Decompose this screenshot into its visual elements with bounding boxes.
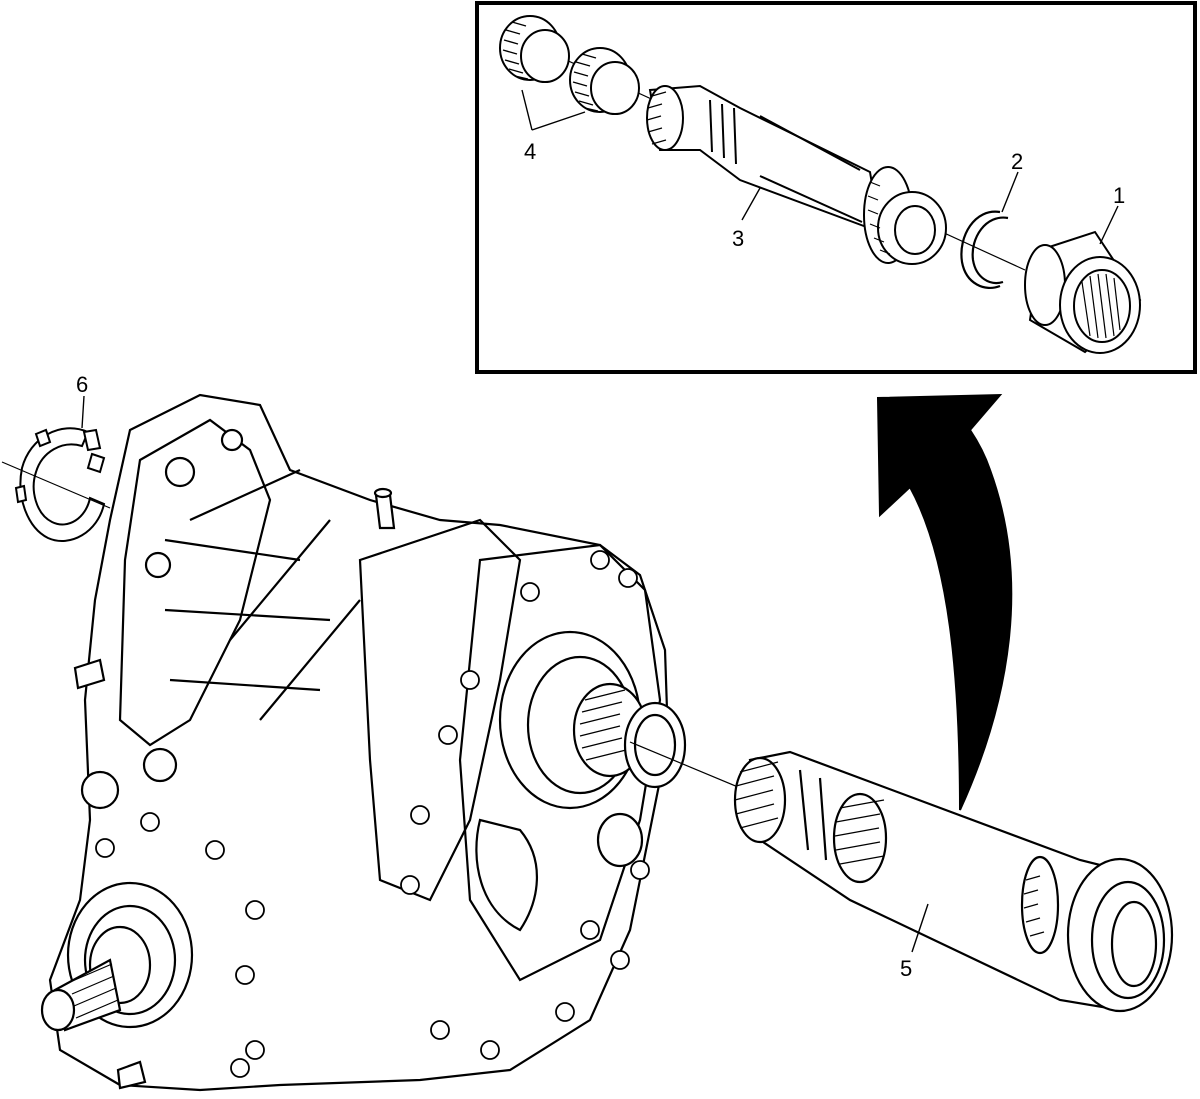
callout-6-leader	[81, 395, 85, 429]
callout-2-label: 2	[1011, 149, 1023, 174]
retaining-ring-axis	[1, 461, 111, 509]
needle-bearing-left	[499, 15, 570, 83]
needle-bearing-right	[569, 47, 640, 115]
front-cover-bolts	[95, 812, 265, 1078]
detail-inset: 1 2 3 4	[475, 1, 1197, 374]
callout-4-leader	[521, 89, 586, 131]
input-shaft	[646, 84, 947, 265]
callout-1-label: 1	[1113, 183, 1125, 208]
transfer-case-housing	[40, 393, 687, 1092]
callout-4-label: 4	[524, 139, 536, 164]
callout-5-leader	[911, 903, 929, 953]
cover-bolts	[400, 550, 650, 1060]
rear-output-spline	[572, 682, 687, 789]
callout-1-leader	[1099, 205, 1119, 245]
callout-3-label: 3	[732, 226, 744, 251]
callout-6-label: 6	[76, 372, 88, 397]
callout-3-leader	[741, 187, 761, 221]
callout-5-label: 5	[900, 956, 912, 981]
detail-reference-arrow	[876, 393, 1013, 811]
retaining-ring	[14, 427, 106, 542]
snap-ring	[960, 210, 1009, 289]
sleeve-bearing	[1024, 230, 1142, 354]
front-output-flange	[40, 881, 194, 1032]
input-shaft-assembly	[733, 750, 1174, 1013]
callout-2-leader	[1001, 171, 1019, 213]
